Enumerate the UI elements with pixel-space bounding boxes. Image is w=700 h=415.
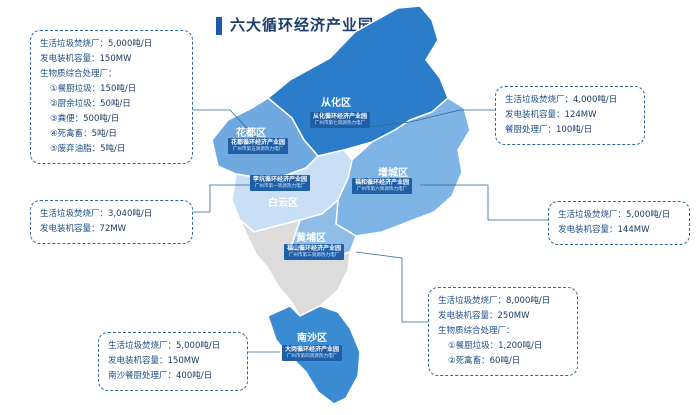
- district-label-nansha: 南沙区: [297, 333, 327, 344]
- info-box-conghua: 生活垃圾焚烧厂：4,000吨/日 发电装机容量：124MW 餐厨处理厂：100吨…: [495, 86, 645, 145]
- park-plant: 广州市第三资源热力电厂: [288, 253, 340, 258]
- connector-huadu: [193, 109, 259, 141]
- park-label-baiyun[interactable]: 李坑循环经济产业园 广州市第一资源热力电厂: [250, 175, 311, 191]
- park-name: 花都循环经济产业园: [231, 139, 286, 146]
- info-row: 生物质综合处理厂：: [438, 326, 515, 336]
- park-plant: 广州市第六资源热力电厂: [356, 187, 408, 192]
- park-name: 从化循环经济产业园: [313, 113, 368, 120]
- district-label-huangpu: 黄埔区: [296, 233, 326, 244]
- info-row: 生活垃圾焚烧厂：3,040吨/日: [40, 209, 153, 219]
- info-subrow: ④死禽畜：5吨/日: [50, 129, 117, 139]
- park-plant: 广州市第五资源热力电厂: [232, 147, 284, 152]
- park-name: 大岗循环经济产业园: [285, 346, 340, 353]
- info-subrow: ①餐厨垃圾：150吨/日: [50, 84, 137, 94]
- info-row: 餐厨处理厂：100吨/日: [505, 125, 593, 135]
- title-accent-bar: [216, 17, 222, 35]
- info-row: 生活垃圾焚烧厂：5,000吨/日: [40, 39, 153, 49]
- info-row: 生活垃圾焚烧厂：5,000吨/日: [558, 210, 671, 220]
- park-plant: 广州市第一资源热力电厂: [254, 184, 306, 189]
- info-box-baiyun: 生活垃圾焚烧厂：3,040吨/日 发电装机容量：72MW: [30, 200, 193, 244]
- info-row: 发电装机容量：72MW: [40, 224, 127, 234]
- park-name: 李坑循环经济产业园: [253, 176, 308, 183]
- info-box-zengcheng: 生活垃圾焚烧厂：5,000吨/日 发电装机容量：144MW: [548, 201, 690, 245]
- district-label-zengcheng: 增城区: [378, 168, 408, 179]
- park-name: 福山循环经济产业园: [287, 245, 342, 252]
- info-row: 发电装机容量：150MW: [40, 54, 132, 64]
- info-row: 生活垃圾焚烧厂：8,000吨/日: [438, 296, 551, 306]
- info-box-huangpu: 生活垃圾焚烧厂：8,000吨/日 发电装机容量：250MW 生物质综合处理厂： …: [428, 287, 578, 376]
- park-name: 福和循环经济产业园: [355, 179, 410, 186]
- park-plant: 广州市第四资源热力电厂: [286, 354, 338, 359]
- info-row: 发电装机容量：250MW: [438, 311, 530, 321]
- park-label-zengcheng[interactable]: 福和循环经济产业园 广州市第六资源热力电厂: [352, 178, 413, 194]
- district-shape-central: [239, 218, 351, 317]
- info-row: 发电装机容量：150MW: [108, 356, 200, 366]
- info-row: 发电装机容量：124MW: [505, 110, 597, 120]
- district-label-baiyun: 白云区: [268, 198, 298, 209]
- connector-zengcheng: [420, 184, 548, 221]
- info-box-huadu: 生活垃圾焚烧厂：5,000吨/日 发电装机容量：150MW 生物质综合处理厂： …: [30, 30, 193, 164]
- district-label-conghua: 从化区: [321, 98, 351, 109]
- info-subrow: ⑤废弃油脂：5吨/日: [50, 144, 126, 154]
- info-row: 生活垃圾焚烧厂：5,000吨/日: [108, 341, 221, 351]
- park-label-nansha[interactable]: 大岗循环经济产业园 广州市第四资源热力电厂: [282, 345, 343, 361]
- info-row: 生活垃圾焚烧厂：4,000吨/日: [505, 95, 618, 105]
- info-subrow: ①餐厨垃圾：1,200吨/日: [448, 341, 543, 351]
- connector-conghua: [359, 109, 495, 129]
- info-row: 发电装机容量：144MW: [558, 225, 650, 235]
- district-label-huadu: 花都区: [236, 128, 266, 139]
- info-subrow: ②死禽畜：60吨/日: [448, 356, 521, 366]
- info-subrow: ③粪便：500吨/日: [50, 114, 120, 124]
- info-row: 生物质综合处理厂：: [40, 69, 117, 79]
- info-subrow: ②厨余垃圾：50吨/日: [50, 99, 131, 109]
- park-label-huadu[interactable]: 花都循环经济产业园 广州市第五资源热力电厂: [228, 138, 289, 154]
- park-label-huangpu[interactable]: 福山循环经济产业园 广州市第三资源热力电厂: [284, 244, 345, 260]
- info-box-nansha: 生活垃圾焚烧厂：5,000吨/日 发电装机容量：150MW 南沙餐厨处理厂：40…: [98, 332, 248, 391]
- connector-huangpu: [355, 251, 428, 323]
- park-plant: 广州市第七资源热力电厂: [314, 121, 366, 126]
- info-row: 南沙餐厨处理厂：400吨/日: [108, 371, 213, 381]
- park-label-conghua[interactable]: 从化循环经济产业园 广州市第七资源热力电厂: [310, 112, 371, 128]
- connector-baiyun: [193, 184, 250, 213]
